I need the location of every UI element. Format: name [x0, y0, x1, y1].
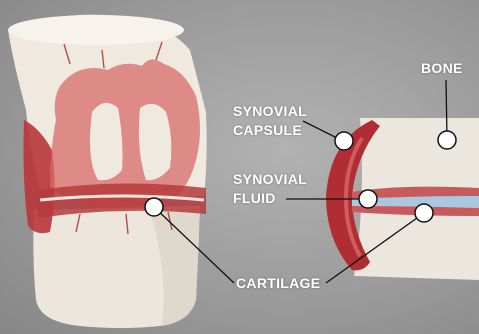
label-cartilage-text: CARTILAGE [236, 274, 320, 293]
label-synovial-fluid-line2: FLUID [233, 189, 307, 208]
label-synovial-fluid: SYNOVIAL FLUID [233, 170, 307, 208]
label-cartilage: CARTILAGE [236, 274, 320, 293]
label-synovial-capsule-line2: CAPSULE [233, 121, 307, 140]
marker-capsule [335, 132, 353, 150]
joint-exterior-view [8, 15, 207, 328]
bone-top-surface [8, 15, 184, 45]
marker-cartilage-left [145, 198, 163, 216]
label-synovial-capsule-line1: SYNOVIAL [233, 102, 307, 121]
marker-bone [438, 131, 456, 149]
label-bone: BONE [421, 59, 463, 78]
marker-fluid [359, 190, 377, 208]
marker-cartilage-right [415, 204, 433, 222]
label-synovial-fluid-line1: SYNOVIAL [233, 170, 307, 189]
label-synovial-capsule: SYNOVIAL CAPSULE [233, 102, 307, 140]
label-bone-text: BONE [421, 59, 463, 78]
